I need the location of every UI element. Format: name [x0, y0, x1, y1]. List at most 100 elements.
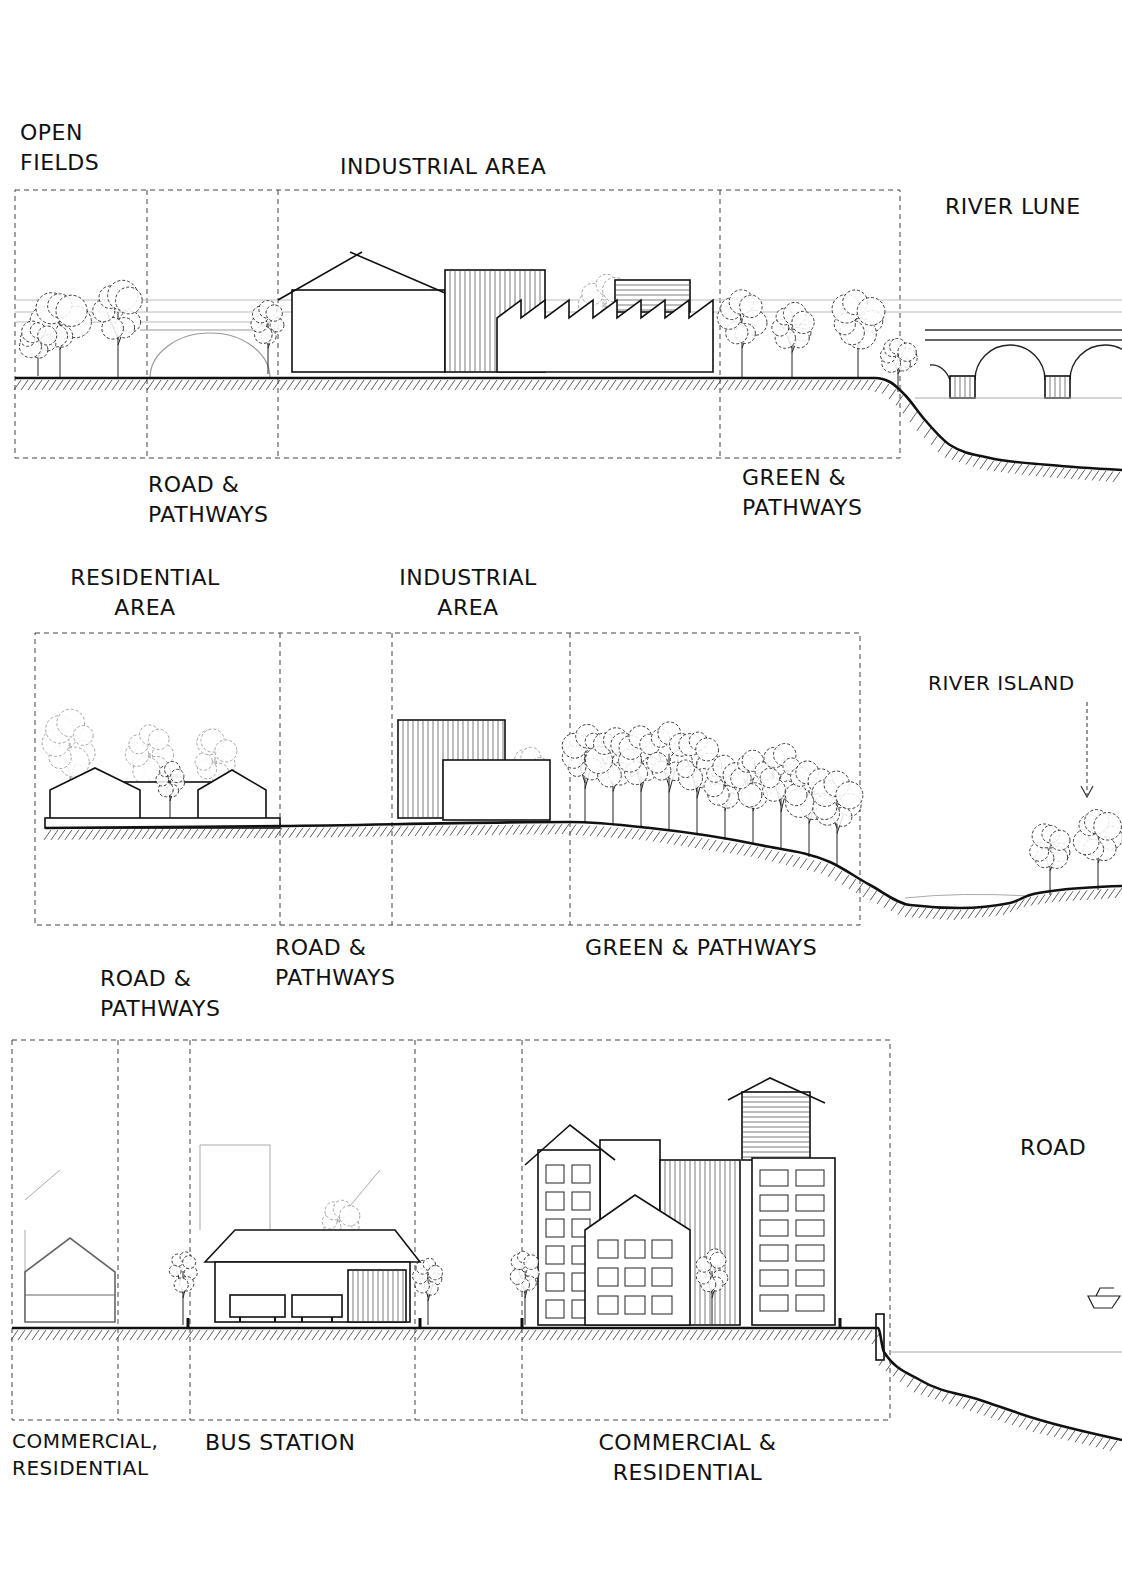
tree-sketch [812, 771, 863, 866]
ground-hatching [44, 824, 1122, 920]
tree-crown [836, 782, 863, 809]
tree-crown [524, 1255, 539, 1270]
zone-outline [15, 190, 900, 458]
window [546, 1165, 564, 1183]
window [760, 1295, 788, 1311]
tree-sketch [832, 290, 885, 378]
ground-hatching [14, 380, 1120, 482]
window [598, 1296, 618, 1314]
facade-hatching [615, 285, 690, 310]
window [598, 1268, 618, 1286]
warehouse-body [292, 290, 445, 372]
zone-label: RESIDENTIAL AREA [45, 563, 245, 622]
tree-sketch [413, 1258, 443, 1325]
tree-crown [215, 740, 237, 762]
zone-label: INDUSTRIAL AREA [340, 152, 546, 182]
facade-hatching [955, 376, 970, 398]
window [760, 1270, 788, 1286]
leader-arrowhead [1081, 786, 1093, 797]
zone-label: ROAD & PATHWAYS [275, 933, 425, 992]
gabled-block [585, 1195, 690, 1325]
window [796, 1195, 824, 1211]
bridge-pier [950, 376, 975, 398]
window [652, 1240, 672, 1258]
ground-line [12, 1328, 1122, 1440]
zone-label: BUS STATION [205, 1428, 355, 1458]
sawtooth-shed [497, 300, 713, 372]
leader-line [1087, 702, 1088, 795]
house-gable [50, 768, 140, 820]
tree-crown [56, 295, 87, 326]
tree-crown [195, 753, 212, 770]
tree-crown [785, 784, 807, 806]
window [625, 1240, 645, 1258]
tree-crown [677, 760, 695, 778]
tree-crown [740, 295, 762, 317]
ground-line [15, 378, 1122, 470]
zone-divider [522, 1040, 523, 1420]
section-two [35, 633, 1122, 925]
tree-sketch [93, 280, 142, 378]
ground-line [45, 822, 1122, 908]
tree-sketch [696, 1249, 728, 1325]
zone-label: GREEN & PATHWAYS [585, 933, 817, 963]
zone-label: RIVER ISLAND [928, 670, 1075, 697]
tree-crown [647, 752, 668, 773]
bus-station-body [215, 1262, 410, 1322]
bus-wheels [240, 1317, 332, 1322]
tree-crown [696, 738, 719, 761]
ground-hatching [11, 1330, 1117, 1451]
tree-sketch [1073, 810, 1122, 890]
tree-sketch [880, 338, 917, 392]
window [796, 1170, 824, 1186]
water-surface [905, 894, 1030, 898]
facade-hatching [353, 1270, 403, 1322]
window [760, 1195, 788, 1211]
zone-divider [118, 1040, 119, 1420]
tree-crown [149, 729, 169, 749]
boat [1088, 1288, 1120, 1308]
zone-label: ROAD & PATHWAYS [148, 470, 288, 529]
bridge-arches [930, 345, 1122, 380]
bus [292, 1295, 342, 1317]
tree-crown [38, 326, 57, 345]
tree-sketch [1030, 824, 1070, 895]
zone-frame [35, 633, 860, 925]
tree-crown [174, 1278, 188, 1292]
tower-top [742, 1092, 810, 1160]
tree-crown [898, 343, 916, 361]
zone-divider [280, 633, 281, 925]
bus-station-roof [205, 1230, 420, 1262]
water-surface [890, 1352, 1122, 1353]
zone-frame [12, 1040, 890, 1420]
window [625, 1296, 645, 1314]
tree-crown [857, 298, 885, 326]
tree-crown [115, 287, 142, 314]
tree-sketch [30, 293, 91, 378]
window [572, 1165, 590, 1183]
window [652, 1296, 672, 1314]
house-floor [25, 1295, 115, 1296]
house-gable [198, 770, 266, 820]
zone-divider [392, 633, 393, 925]
window [796, 1220, 824, 1236]
zone-outline [12, 1040, 890, 1420]
window [652, 1268, 672, 1286]
zone-label: COMMERCIAL, RESIDENTIAL [12, 1428, 190, 1482]
tree-crown [266, 305, 282, 321]
industrial-shed [443, 760, 550, 820]
window [760, 1170, 788, 1186]
zone-frame [15, 190, 900, 458]
window [760, 1245, 788, 1261]
tree-sketch [251, 301, 284, 374]
window [546, 1246, 564, 1264]
zone-label: ROAD [1020, 1133, 1086, 1163]
zone-label: OPEN FIELDS [20, 118, 135, 177]
tree-sketch [772, 302, 814, 378]
section-three [11, 1040, 1122, 1451]
apartment-roof [525, 1125, 615, 1165]
zone-divider [570, 633, 571, 925]
zone-label: INDUSTRIAL AREA [378, 563, 558, 622]
house-gable [25, 1238, 115, 1322]
